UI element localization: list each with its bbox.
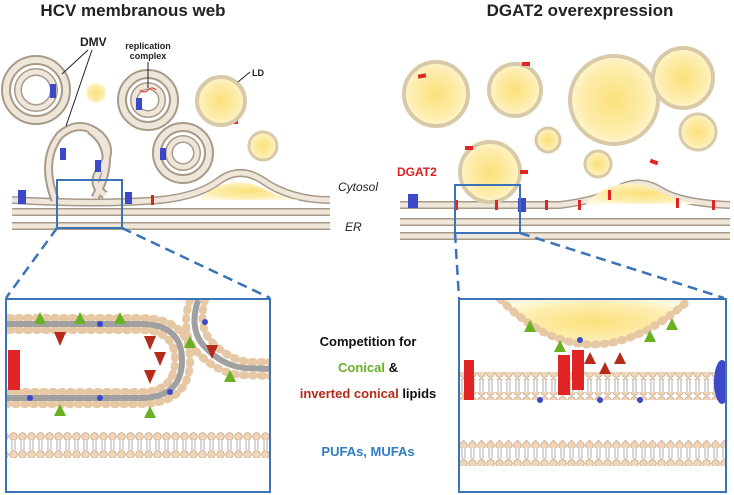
conical-word: Conical bbox=[338, 360, 385, 375]
right-lipid-droplet-5 bbox=[678, 112, 718, 152]
left-lipid-droplet-medium bbox=[247, 130, 279, 162]
label-replication-line2: complex bbox=[130, 51, 167, 61]
conical-line: Conical & bbox=[338, 360, 398, 375]
right-panel-title: DGAT2 overexpression bbox=[487, 1, 674, 20]
left-lipid-droplet-large bbox=[195, 75, 247, 127]
left-zoom-panel bbox=[5, 298, 271, 493]
ampersand: & bbox=[385, 360, 398, 375]
label-dmv: DMV bbox=[80, 35, 107, 49]
right-lipid-droplet-budding bbox=[458, 140, 522, 204]
label-dgat2: DGAT2 bbox=[397, 165, 437, 179]
right-lipid-droplet-4 bbox=[651, 46, 715, 110]
right-lipid-droplet-1 bbox=[402, 60, 470, 128]
fatty-acids-text: PUFAs, MUFAs bbox=[321, 444, 414, 459]
dmv-vesicle-2 bbox=[117, 69, 179, 131]
left-panel-title: HCV membranous web bbox=[40, 1, 225, 20]
right-zoom-panel bbox=[458, 298, 727, 493]
right-zoom-source-box bbox=[454, 184, 521, 234]
right-embedded-ld bbox=[585, 183, 700, 204]
label-ld: LD bbox=[252, 68, 264, 78]
right-lipid-droplet-7 bbox=[583, 149, 613, 179]
label-er: ER bbox=[345, 220, 362, 234]
right-lipid-droplet-2 bbox=[487, 62, 543, 118]
left-lipid-droplet-small bbox=[86, 83, 106, 103]
right-lipid-droplet-6 bbox=[534, 126, 562, 154]
label-replication-line1: replication bbox=[125, 41, 171, 51]
right-lipid-droplet-3 bbox=[568, 54, 660, 146]
inverted-conical-word: inverted conical bbox=[300, 386, 399, 401]
dmv-vesicle-3 bbox=[152, 122, 214, 184]
right-membrane-scene bbox=[400, 46, 731, 240]
inverted-line: inverted conical lipids bbox=[300, 386, 437, 401]
left-zoom-source-box bbox=[56, 179, 123, 229]
left-membrane-scene bbox=[1, 55, 331, 230]
competition-text: Competition for bbox=[320, 334, 417, 349]
left-embedded-ld bbox=[198, 182, 300, 200]
dmv-vesicle-1 bbox=[1, 55, 71, 125]
lipids-word: lipids bbox=[399, 386, 437, 401]
label-cytosol: Cytosol bbox=[338, 180, 378, 194]
